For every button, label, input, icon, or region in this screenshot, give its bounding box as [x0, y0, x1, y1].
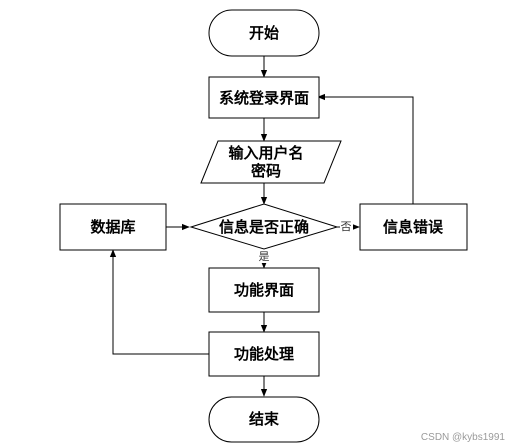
error-label: 信息错误: [383, 218, 444, 236]
function-ui-label: 功能界面: [234, 281, 294, 299]
input-label-line2: 密码: [251, 162, 281, 180]
error-process-shape: [359, 203, 468, 251]
edge-label-yes: 是: [259, 250, 270, 263]
edge-label-yes-bg: [257, 249, 271, 263]
login-process-shape: [208, 76, 320, 119]
node-start: 开始: [208, 9, 320, 57]
end-terminator-shape: [208, 396, 320, 443]
edges: [109, 56, 414, 397]
node-login: 系统登录界面: [208, 76, 320, 119]
start-label: 开始: [249, 24, 279, 42]
database-process-shape: [59, 203, 167, 251]
edge-proc-to-database: [109, 249, 209, 355]
node-end: 结束: [208, 396, 320, 443]
function-proc-label: 功能处理: [234, 345, 294, 363]
check-decision-shape: [189, 203, 339, 250]
database-label: 数据库: [90, 218, 135, 236]
node-function-proc: 功能处理: [208, 331, 320, 377]
node-database: 数据库: [59, 203, 167, 251]
edge-error-to-login: [317, 93, 414, 204]
input-parallelogram-shape: [200, 140, 342, 184]
node-function-ui: 功能界面: [208, 267, 320, 313]
watermark-text: CSDN @kybs1991: [421, 432, 506, 443]
end-label: 结束: [249, 410, 280, 428]
function-ui-process-shape: [208, 267, 320, 313]
node-input: 输入用户名 密码: [200, 140, 342, 184]
login-label: 系统登录界面: [219, 89, 309, 107]
edge-label-no-bg: [340, 219, 353, 233]
function-proc-process-shape: [208, 331, 320, 377]
node-check: 信息是否正确: [189, 203, 339, 250]
start-terminator-shape: [208, 9, 320, 57]
input-label-line1: 输入用户名: [228, 144, 303, 162]
check-label: 信息是否正确: [219, 218, 309, 236]
edge-label-no: 否: [341, 220, 352, 233]
node-error: 信息错误: [359, 203, 468, 251]
